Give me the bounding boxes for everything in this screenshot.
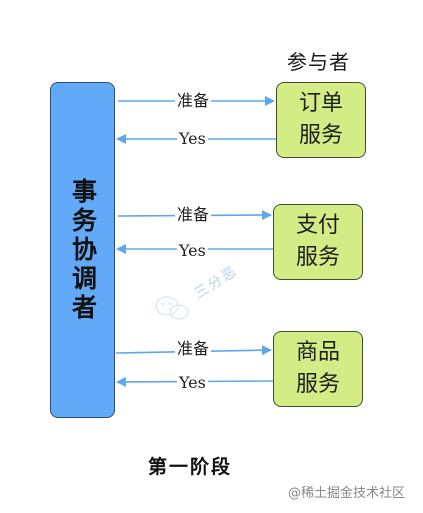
payment-service-box: 支付 服务 <box>273 204 363 280</box>
order-service-box: 订单 服务 <box>276 82 366 158</box>
transaction-coordinator-box: 事务协调者 <box>50 82 115 418</box>
prepare-label-order: 准备 <box>175 91 212 110</box>
prepare-label-product: 准备 <box>175 339 212 358</box>
product-service-label-line1: 商品 <box>295 340 340 365</box>
order-service-label-line1: 订单 <box>298 91 343 116</box>
phase-label: 第一阶段 <box>148 456 233 478</box>
wechat-watermark-icon <box>155 296 189 320</box>
yes-label-order: Yes <box>177 129 208 148</box>
product-service-label-line2: 服务 <box>295 372 340 397</box>
footer-credit: @稀土掘金技术社区 <box>288 486 406 501</box>
payment-service-label-line2: 服务 <box>295 245 340 270</box>
order-service-label-line2: 服务 <box>298 123 343 148</box>
participants-label: 参与者 <box>287 50 350 74</box>
product-service-box: 商品 服务 <box>273 331 363 407</box>
yes-label-payment: Yes <box>177 241 208 260</box>
prepare-label-payment: 准备 <box>175 205 212 224</box>
yes-label-product: Yes <box>177 373 208 392</box>
payment-service-label-line1: 支付 <box>295 213 340 238</box>
coordinator-label: 事务协调者 <box>68 177 98 323</box>
